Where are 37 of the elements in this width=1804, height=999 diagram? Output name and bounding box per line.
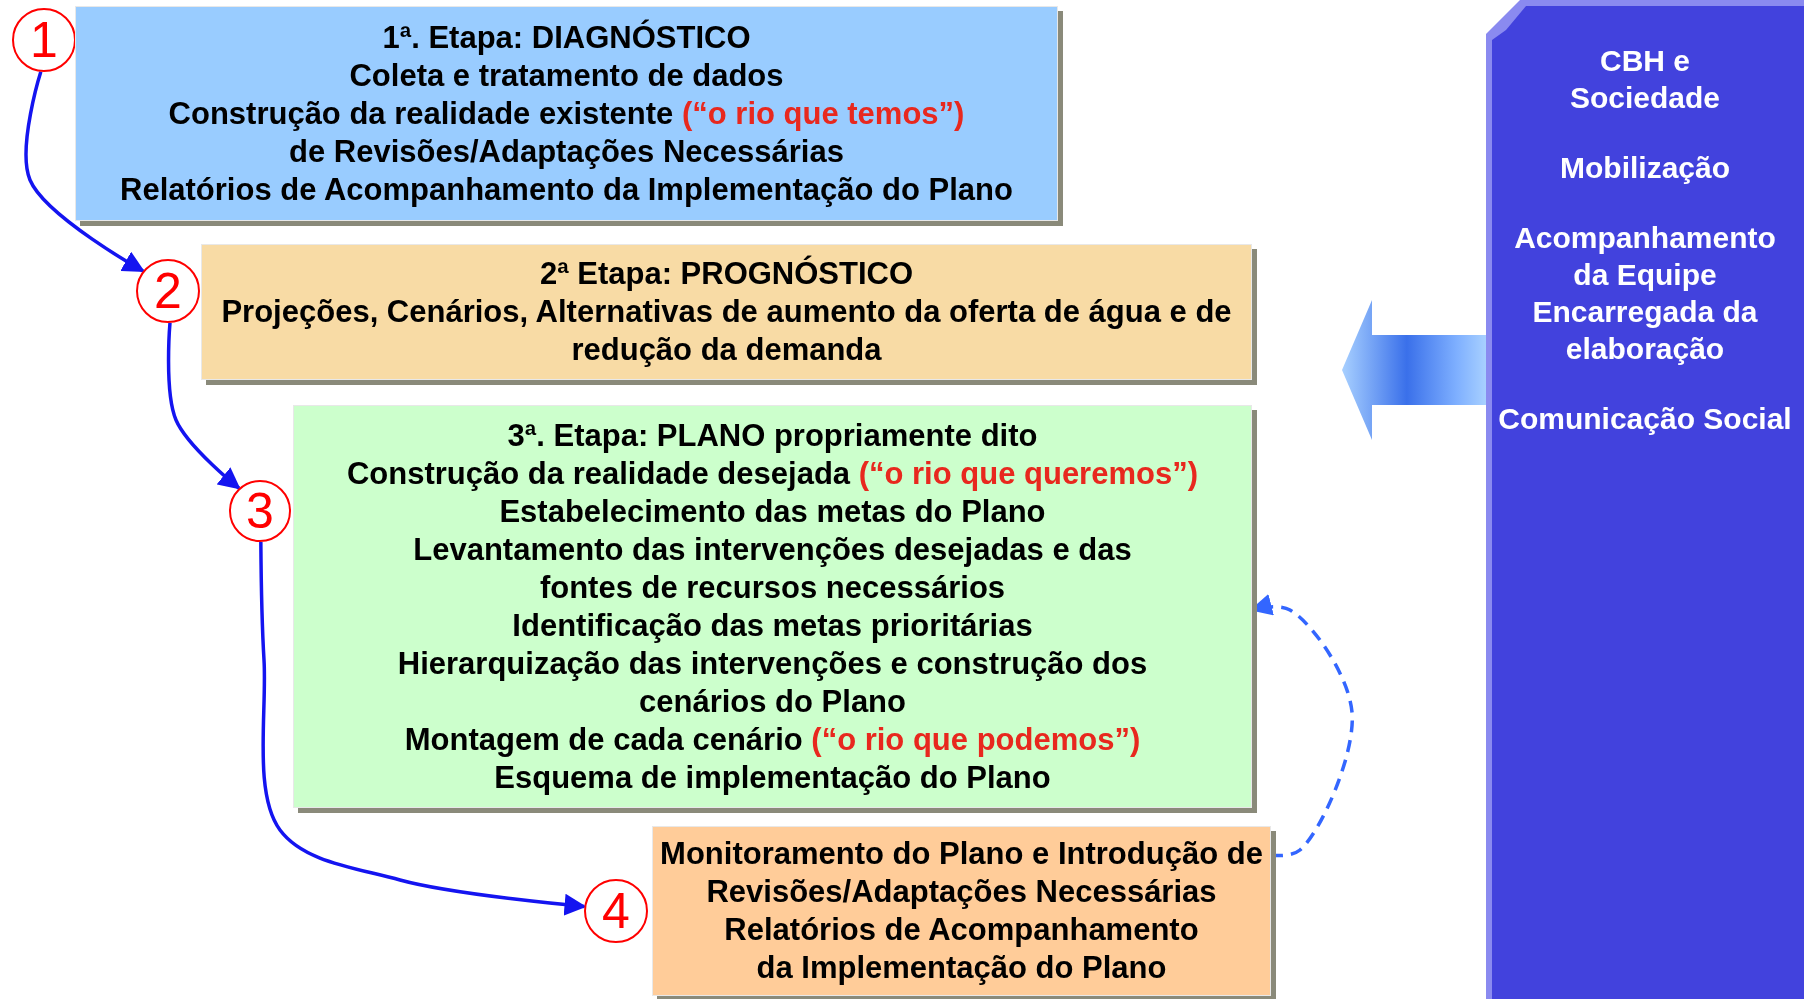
highlight-text: (“o rio que temos”) xyxy=(681,95,965,131)
panel-text: Acompanhamento da Equipe Encarregada da elaboração xyxy=(1513,220,1777,367)
stage-text: Relatórios de Acompanhamento da Implementação do Plano xyxy=(723,911,1200,987)
stage-text: Montagem de cada cenário xyxy=(404,721,803,757)
stage-text: Projeções, Cenários, Alternativas de aumento da oferta de água e de redução da demanda xyxy=(220,293,1233,369)
panel-text: CBH e Sociedade xyxy=(1568,43,1722,116)
curved-arrow xyxy=(166,322,241,490)
stage-text: de Revisões/Adaptações Necessárias xyxy=(289,132,844,171)
stage-text: Construção da realidade desejada xyxy=(347,455,851,491)
stage-title: 2ª Etapa: PROGNÓSTICO xyxy=(539,255,914,293)
step-number: 1 xyxy=(30,15,58,65)
step-number-circle xyxy=(229,480,291,542)
panel-text: Comunicação Social xyxy=(1498,401,1792,437)
stage-text: Construção da realidade existente xyxy=(168,95,674,131)
stage-text: Estabelecimento das metas do Plano xyxy=(499,492,1046,531)
side-panel xyxy=(1486,0,1804,999)
step-number-circle xyxy=(136,259,200,323)
curved-arrow xyxy=(24,71,145,273)
step-number-circle xyxy=(584,879,648,943)
highlight-text: (“o rio que queremos”) xyxy=(858,455,1198,491)
step-number: 2 xyxy=(154,266,182,316)
step-number: 4 xyxy=(602,886,630,936)
stage-text: Identificação das metas prioritárias xyxy=(512,606,1033,645)
highlight-text: (“o rio que podemos”) xyxy=(811,721,1141,757)
panel-text: Mobilização xyxy=(1560,150,1730,186)
stage-text: Relatórios de Acompanhamento da Implementação do Plano xyxy=(120,170,1013,209)
stage-title: 1ª. Etapa: DIAGNÓSTICO xyxy=(382,18,751,57)
stage-text: Esquema de implementação do Plano xyxy=(494,758,1051,797)
stage-text: Hierarquização das intervenções e construção dos cenários do Plano xyxy=(396,644,1149,721)
curved-arrow xyxy=(259,541,587,916)
step-number-circle xyxy=(12,8,76,72)
stage-text: Monitoramento do Plano e Introdução de Revisões/Adaptações Necessárias xyxy=(659,835,1264,911)
block-arrow xyxy=(1342,300,1486,440)
stage-text: Coleta e tratamento de dados xyxy=(349,56,784,95)
step-number: 3 xyxy=(246,486,274,536)
stage-text: Levantamento das intervenções desejadas e das fontes de recursos necessários xyxy=(412,530,1133,607)
stage-title: 3ª. Etapa: PLANO propriamente dito xyxy=(507,416,1038,455)
